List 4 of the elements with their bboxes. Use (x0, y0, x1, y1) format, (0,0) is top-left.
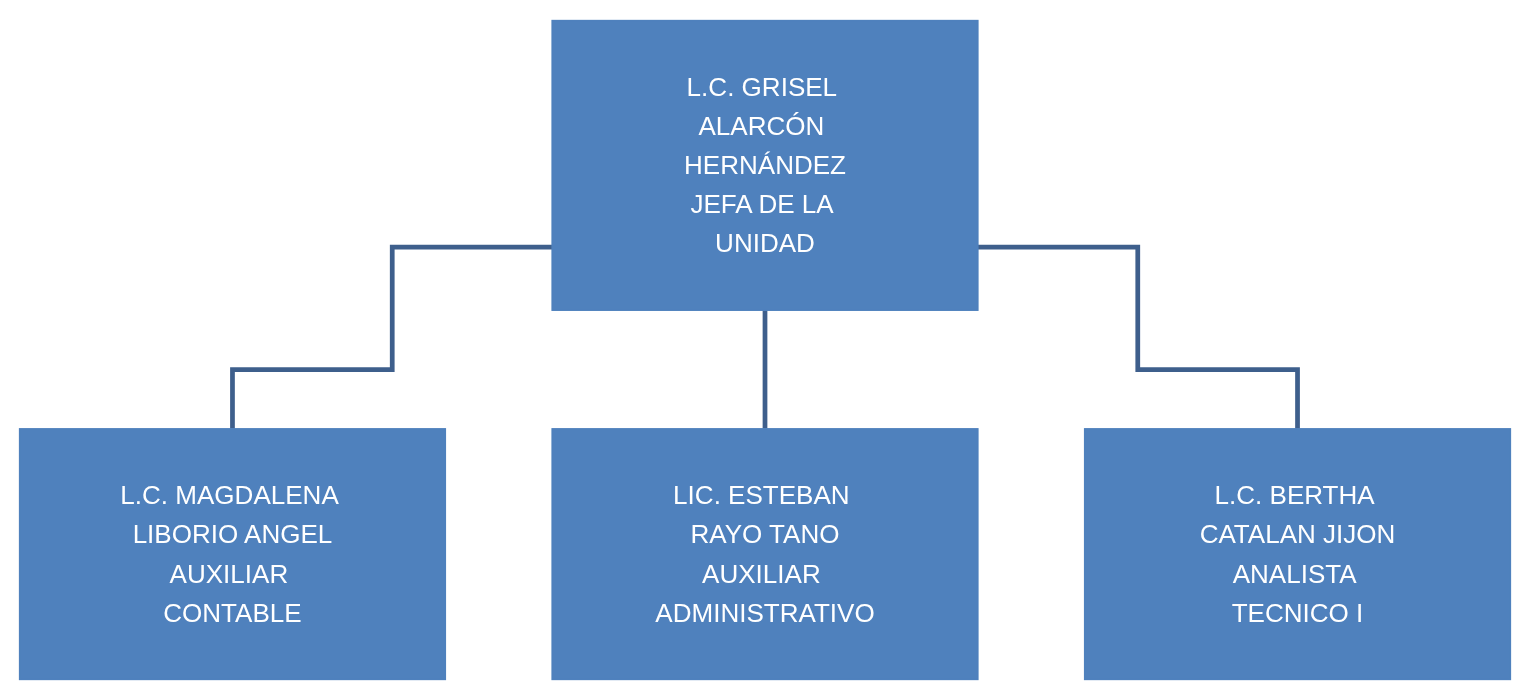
node-box: L.C. BERTHA CATALAN JIJON ANALISTA TECNICO I (1083, 428, 1512, 681)
node-box: L.C. GRISEL ALARCÓN HERNÁNDEZ JEFA DE LA UNIDAD (551, 19, 979, 311)
node-box: LIC. ESTEBAN RAYO TANO AUXILIAR ADMINISTRATIVO (551, 428, 979, 681)
node-box: L.C. MAGDALENA LIBORIO ANGEL AUXILIAR CONTABLE (18, 428, 447, 681)
